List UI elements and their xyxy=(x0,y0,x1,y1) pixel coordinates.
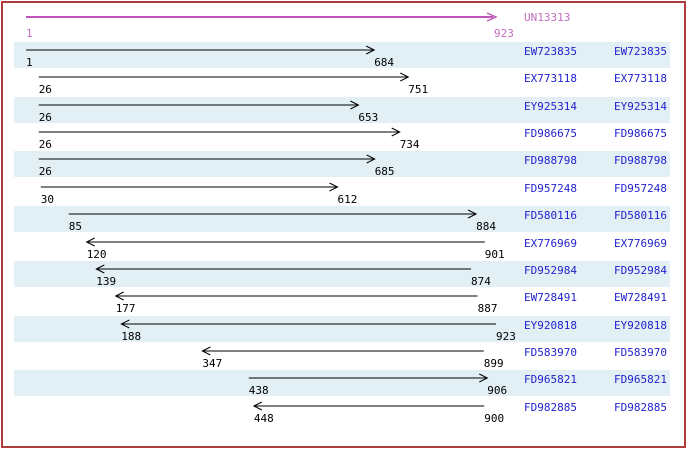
alignment-end-coordinate: 734 xyxy=(399,138,420,152)
alignment-start-coordinate: 1 xyxy=(26,56,33,69)
alignment-row: 26 751 EX773118 EX773118 xyxy=(0,69,690,96)
reference-start-coordinate: 1 xyxy=(26,27,33,40)
alignment-id-link-secondary[interactable]: EY920818 xyxy=(614,318,667,332)
alignment-id-link[interactable]: FD982885 xyxy=(524,400,577,414)
row-highlight-band xyxy=(14,206,670,233)
alignment-end-coordinate: 887 xyxy=(477,302,498,316)
alignment-id-link-secondary[interactable]: FD580116 xyxy=(614,209,667,223)
alignment-row: 120 901 EX776969 EX776969 xyxy=(0,234,690,261)
row-highlight-band xyxy=(14,42,670,68)
alignment-start-coordinate: 26 xyxy=(38,110,52,124)
alignment-id-link[interactable]: FD986675 xyxy=(524,127,577,141)
alignment-arrow xyxy=(95,264,471,274)
row-highlight-band xyxy=(14,96,670,123)
alignment-arrow xyxy=(85,237,485,246)
alignment-arrow xyxy=(38,72,410,82)
alignment-id-link-secondary[interactable]: EW723835 xyxy=(614,45,667,58)
alignment-end-coordinate: 906 xyxy=(487,384,508,398)
alignment-row: 26 653 EY925314 EY925314 xyxy=(0,96,690,124)
alignment-row: 177 887 EW728491 EW728491 xyxy=(0,288,690,315)
alignment-end-coordinate: 900 xyxy=(484,411,505,425)
alignment-id-link[interactable]: FD957248 xyxy=(524,181,577,195)
alignment-id-link[interactable]: EW723835 xyxy=(524,45,577,58)
alignment-id-link-secondary[interactable]: FD952984 xyxy=(614,263,667,277)
alignment-id-link[interactable]: EY920818 xyxy=(524,318,577,332)
alignment-end-coordinate: 874 xyxy=(471,274,491,288)
reference-arrow xyxy=(26,12,498,22)
alignment-start-coordinate: 177 xyxy=(115,302,136,316)
reference-end-coordinate: 923 xyxy=(494,27,514,40)
alignment-end-coordinate: 899 xyxy=(483,357,504,370)
alignment-id-link[interactable]: FD965821 xyxy=(524,373,577,387)
alignment-id-link-secondary[interactable]: EY925314 xyxy=(614,99,667,113)
row-highlight-band xyxy=(14,260,670,287)
alignment-row: 30 612 FD957248 FD957248 xyxy=(0,179,690,206)
alignment-id-link[interactable]: EX773118 xyxy=(524,72,577,86)
alignment-start-coordinate: 30 xyxy=(40,192,55,206)
alignment-row: 1 684 EW723835 EW723835 xyxy=(0,42,690,69)
alignment-arrow xyxy=(40,182,339,192)
alignment-id-link[interactable]: FD583970 xyxy=(524,346,577,359)
alignment-row: 26 734 FD986675 FD986675 xyxy=(0,124,690,151)
alignment-start-coordinate: 26 xyxy=(38,165,52,179)
alignment-start-coordinate: 139 xyxy=(96,274,117,288)
alignment-start-coordinate: 120 xyxy=(86,247,107,261)
alignment-start-coordinate: 188 xyxy=(121,329,142,343)
alignment-end-coordinate: 612 xyxy=(337,192,358,206)
alignment-row: 448 900 FD982885 FD982885 xyxy=(0,398,690,425)
alignment-id-link[interactable]: FD988798 xyxy=(524,154,577,168)
alignment-id-link-secondary[interactable]: EX776969 xyxy=(614,236,667,250)
alignment-id-link-secondary[interactable]: FD583970 xyxy=(614,346,667,359)
reference-label: UN13313 xyxy=(524,11,571,24)
alignment-id-link-secondary[interactable]: FD957248 xyxy=(614,181,667,195)
alignment-end-coordinate: 751 xyxy=(408,83,429,97)
alignment-arrow xyxy=(38,100,360,110)
alignment-id-link-secondary[interactable]: EX773118 xyxy=(614,72,667,86)
alignment-start-coordinate: 26 xyxy=(38,138,52,152)
alignment-row: 188 923 EY920818 EY920818 xyxy=(0,315,690,343)
alignment-end-coordinate: 684 xyxy=(374,56,395,69)
alignment-id-link[interactable]: FD952984 xyxy=(524,263,577,277)
alignment-end-coordinate: 923 xyxy=(496,329,516,343)
alignment-id-link-secondary[interactable]: FD982885 xyxy=(614,400,667,414)
alignment-arrow xyxy=(38,127,401,137)
alignment-id-link-secondary[interactable]: EW728491 xyxy=(614,291,667,305)
alignment-end-coordinate: 884 xyxy=(476,220,496,234)
alignment-row: 26 685 FD988798 FD988798 xyxy=(0,151,690,178)
alignment-start-coordinate: 85 xyxy=(68,220,83,234)
alignment-id-link-secondary[interactable]: FD988798 xyxy=(614,154,667,168)
alignment-arrow xyxy=(26,45,376,55)
alignment-start-coordinate: 347 xyxy=(202,357,223,370)
alignment-start-coordinate: 26 xyxy=(38,83,52,97)
alignment-id-link[interactable]: FD580116 xyxy=(524,209,577,223)
alignment-row: 347 899 FD583970 FD583970 xyxy=(0,343,690,370)
alignment-id-link-secondary[interactable]: FD965821 xyxy=(614,373,667,387)
alignment-end-coordinate: 901 xyxy=(484,247,505,261)
alignment-start-coordinate: 448 xyxy=(253,411,274,425)
alignment-start-coordinate: 438 xyxy=(248,384,269,398)
alignment-arrow xyxy=(201,346,484,356)
alignment-arrow xyxy=(120,319,496,329)
alignment-arrow xyxy=(252,401,485,411)
alignment-arrow xyxy=(248,373,489,383)
alignment-arrow xyxy=(114,291,478,301)
alignment-id-link[interactable]: EY925314 xyxy=(524,99,577,113)
alignment-id-link[interactable]: EW728491 xyxy=(524,291,577,305)
alignment-row: 139 874 FD952984 FD952984 xyxy=(0,260,690,288)
alignment-row: 85 884 FD580116 FD580116 xyxy=(0,206,690,233)
alignment-arrow xyxy=(68,209,478,219)
alignment-arrow xyxy=(38,154,376,164)
alignment-row: 438 906 FD965821 FD965821 xyxy=(0,370,690,397)
alignment-id-link[interactable]: EX776969 xyxy=(524,236,577,250)
alignment-end-coordinate: 685 xyxy=(374,165,395,179)
row-highlight-band xyxy=(14,315,670,342)
row-highlight-band xyxy=(14,370,670,397)
row-highlight-band xyxy=(14,151,670,178)
alignment-id-link-secondary[interactable]: FD986675 xyxy=(614,127,667,141)
alignment-end-coordinate: 653 xyxy=(358,110,379,124)
